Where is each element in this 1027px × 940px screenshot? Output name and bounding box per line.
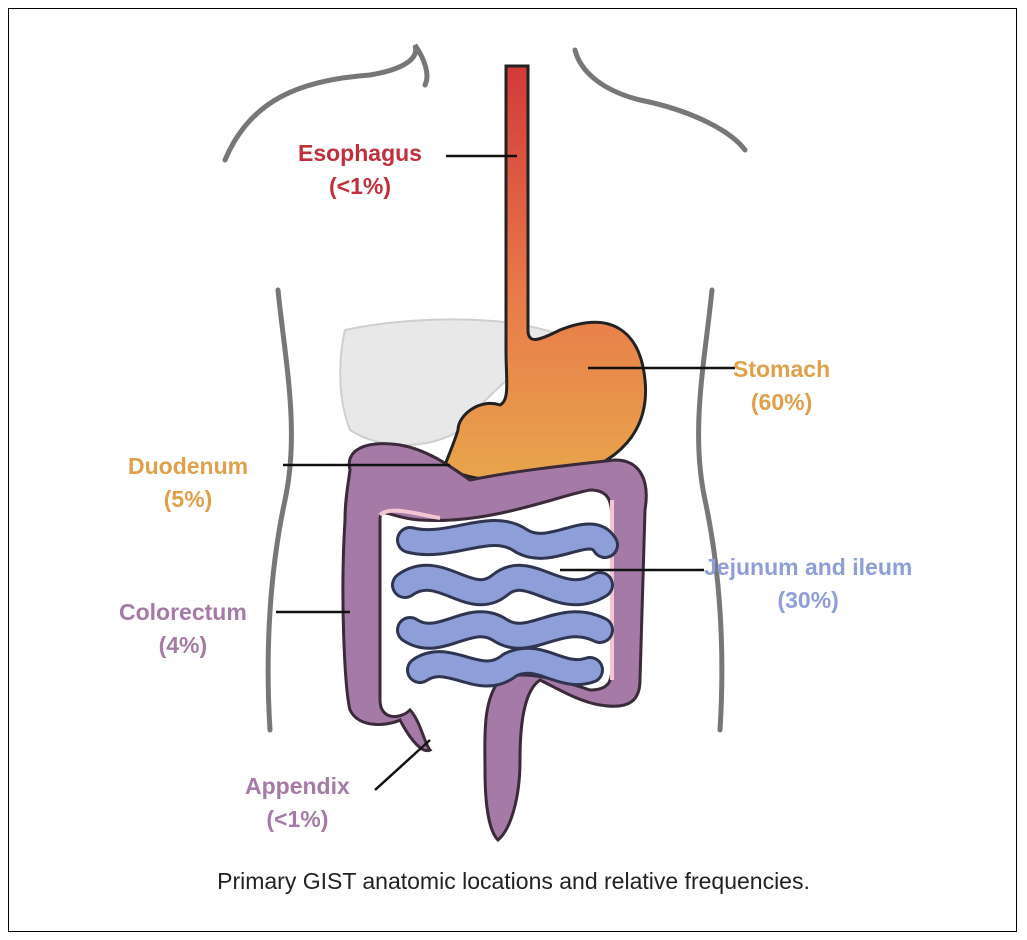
label-name: Appendix [245,770,350,803]
label-name: Duodenum [128,450,248,483]
label-appendix: Appendix (<1%) [245,770,350,836]
label-pct: (4%) [119,629,247,662]
label-pct: (<1%) [245,803,350,836]
label-esophagus: Esophagus (<1%) [298,137,422,203]
label-duodenum: Duodenum (5%) [128,450,248,516]
label-pct: (60%) [733,386,830,419]
esophagus-stomach [443,66,646,482]
label-pct: (30%) [704,584,912,617]
label-name: Esophagus [298,137,422,170]
small-intestine [405,533,605,674]
label-name: Colorectum [119,596,247,629]
label-name: Jejunum and ileum [704,551,912,584]
label-jejunum-ileum: Jejunum and ileum (30%) [704,551,912,617]
label-colorectum: Colorectum (4%) [119,596,247,662]
label-stomach: Stomach (60%) [733,353,830,419]
label-pct: (<1%) [298,170,422,203]
figure-caption: Primary GIST anatomic locations and rela… [0,868,1027,895]
label-name: Stomach [733,353,830,386]
label-pct: (5%) [128,483,248,516]
